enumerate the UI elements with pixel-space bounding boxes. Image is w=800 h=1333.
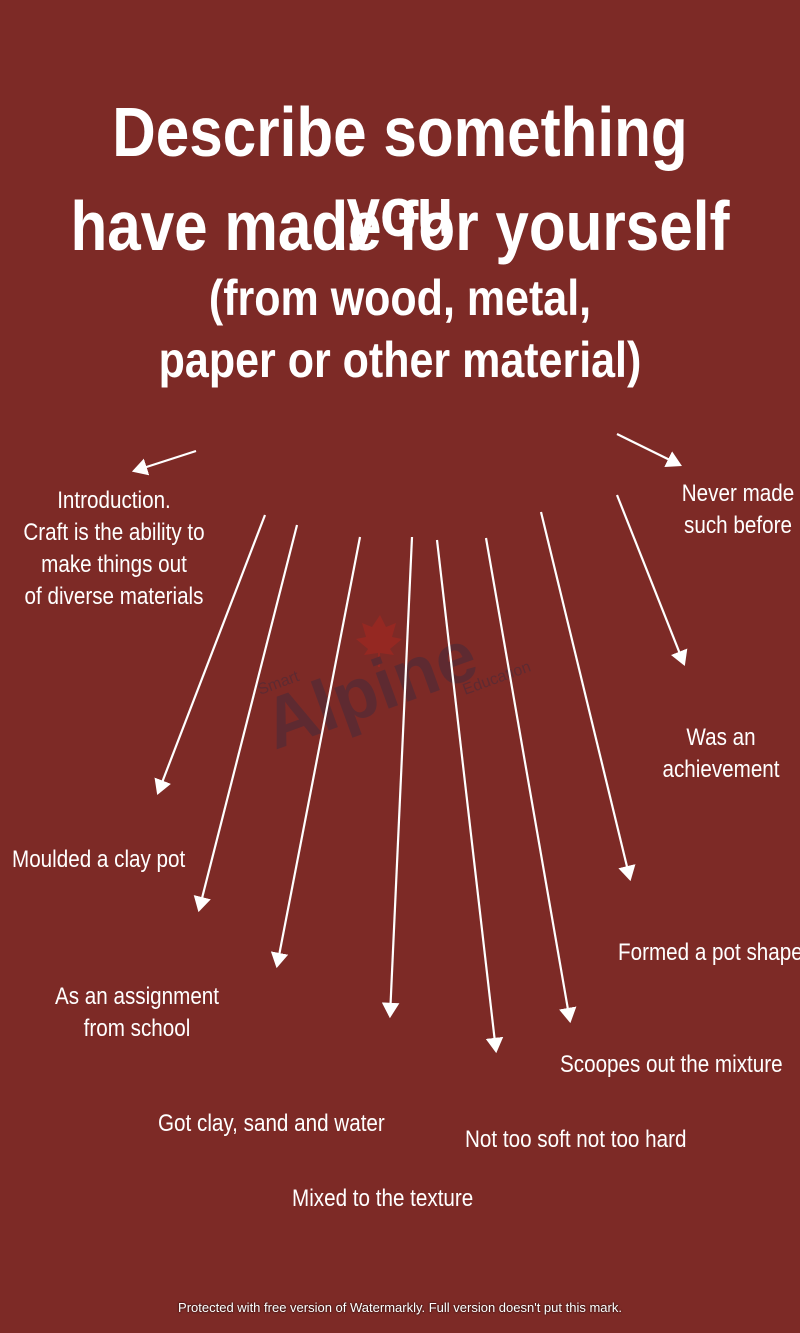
arrow-achievement	[615, 494, 688, 667]
label-never-made: Never made such before	[678, 478, 798, 542]
label-got-clay: Got clay, sand and water	[158, 1110, 385, 1137]
arrow-never-made	[616, 433, 682, 468]
arrow-formed	[539, 511, 636, 882]
label-formed: Formed a pot shape	[618, 939, 800, 966]
label-line: Was an	[686, 724, 756, 751]
label-moulded: Moulded a clay pot	[12, 846, 186, 873]
label-line: of diverse materials	[24, 583, 204, 610]
label-introduction: Introduction. Craft is the ability to ma…	[18, 485, 211, 613]
arrow-assignment	[193, 524, 299, 913]
label-line: Craft is the ability to	[23, 519, 205, 546]
arrow-not-too-soft	[435, 539, 504, 1054]
label-line: As an assignment	[54, 983, 220, 1010]
label-line: such before	[684, 512, 792, 539]
label-assignment: As an assignment from school	[54, 981, 221, 1045]
footer-watermark-notice: Protected with free version of Watermark…	[178, 1300, 622, 1315]
label-line: Never made	[681, 480, 795, 507]
subtitle-line-1: (from wood, metal,	[208, 270, 592, 326]
label-scoopes: Scoopes out the mixture	[560, 1051, 783, 1078]
label-mixed: Mixed to the texture	[292, 1185, 474, 1212]
label-achievement: Was an achievement	[658, 722, 784, 786]
arrow-scoopes	[484, 537, 577, 1024]
label-line: achievement	[662, 756, 780, 783]
title-line-1: Describe something you	[112, 93, 688, 251]
label-line: Introduction.	[57, 487, 171, 514]
label-not-too-soft: Not too soft not too hard	[465, 1126, 687, 1153]
title-line-2: have made for yourself	[70, 187, 730, 265]
arrow-moulded	[154, 514, 267, 796]
subtitle-line-2: paper or other material)	[158, 332, 642, 388]
arrow-intro	[131, 449, 197, 476]
arrow-mixed	[381, 536, 414, 1019]
label-line: make things out	[41, 551, 187, 578]
label-line: from school	[83, 1015, 191, 1042]
arrow-got-clay	[270, 536, 362, 969]
